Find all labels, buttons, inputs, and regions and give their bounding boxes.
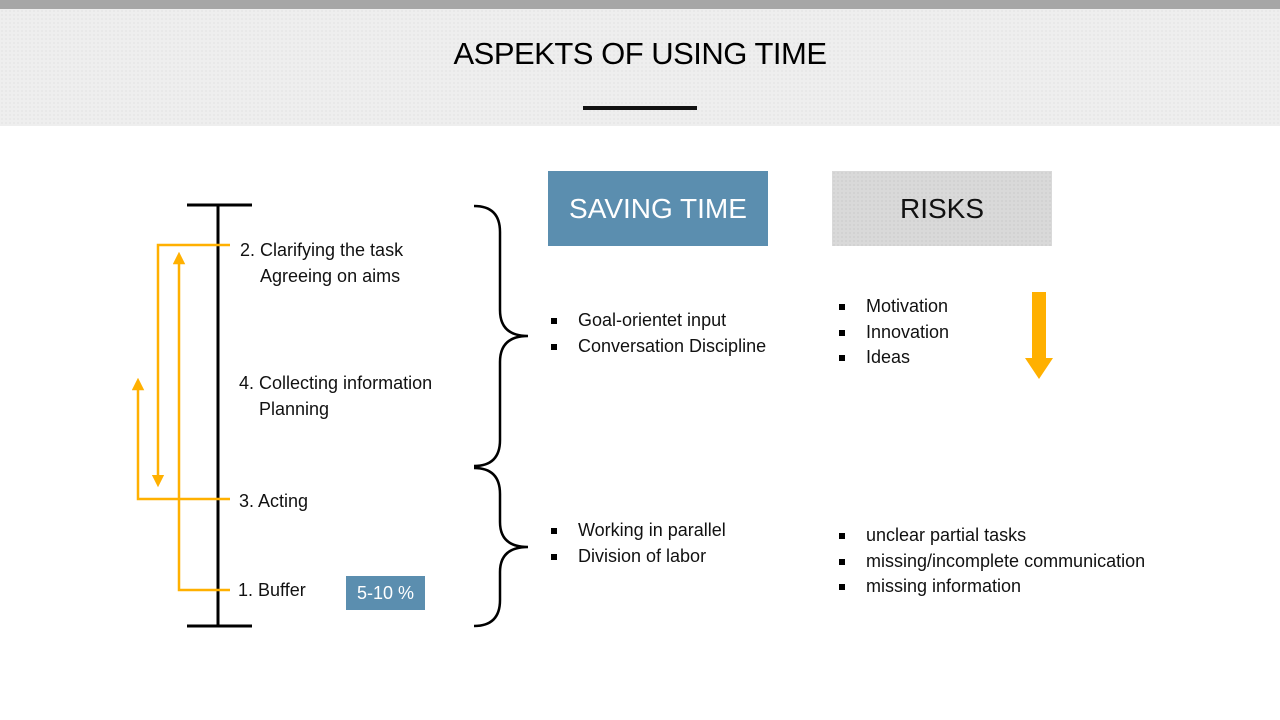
list-item: Conversation Discipline [549, 334, 766, 360]
step-clarifying: 2. Clarifying the task Agreeing on aims [240, 237, 403, 289]
step-acting: 3. Acting [239, 488, 308, 514]
step-collecting-subtitle: Planning [259, 399, 330, 419]
step-buffer-title: 1. Buffer [238, 580, 306, 600]
saving-time-lower-list: Working in parallel Division of labor [549, 518, 726, 569]
risks-lower-list: unclear partial tasks missing/incomplete… [837, 523, 1145, 600]
timeline-axis [187, 203, 252, 628]
step-clarifying-title: 2. Clarifying the task [240, 240, 404, 260]
risks-header: RISKS [832, 171, 1052, 246]
lower-brace [473, 466, 529, 628]
list-item: missing information [837, 574, 1145, 600]
step-collecting: 4. Collecting information Planning [239, 370, 432, 422]
list-item: missing/incomplete communication [837, 549, 1145, 575]
list-item: unclear partial tasks [837, 523, 1145, 549]
arrow-buffer-to-clarifying [172, 251, 230, 592]
step-buffer: 1. Buffer [238, 577, 306, 603]
list-item: Division of labor [549, 544, 726, 570]
step-acting-title: 3. Acting [239, 491, 309, 511]
saving-time-upper-list: Goal-orientet input Conversation Discipl… [549, 308, 766, 359]
top-bar [0, 0, 1280, 9]
saving-time-header: SAVING TIME [548, 171, 768, 246]
list-item: Ideas [837, 345, 949, 371]
title-underline [583, 106, 697, 110]
list-item: Motivation [837, 294, 949, 320]
risks-upper-list: Motivation Innovation Ideas [837, 294, 949, 371]
list-item: Goal-orientet input [549, 308, 766, 334]
step-collecting-title: 4. Collecting information [239, 373, 433, 393]
list-item: Working in parallel [549, 518, 726, 544]
upper-brace [473, 204, 529, 468]
arrow-acting-to-collecting [131, 377, 230, 501]
down-arrow-icon [1025, 292, 1053, 379]
buffer-percentage-badge: 5-10 % [346, 576, 425, 610]
step-clarifying-subtitle: Agreeing on aims [260, 266, 401, 286]
arrow-clarifying-to-acting [151, 243, 230, 488]
page-title: ASPEKTS OF USING TIME [453, 36, 827, 71]
list-item: Innovation [837, 320, 949, 346]
